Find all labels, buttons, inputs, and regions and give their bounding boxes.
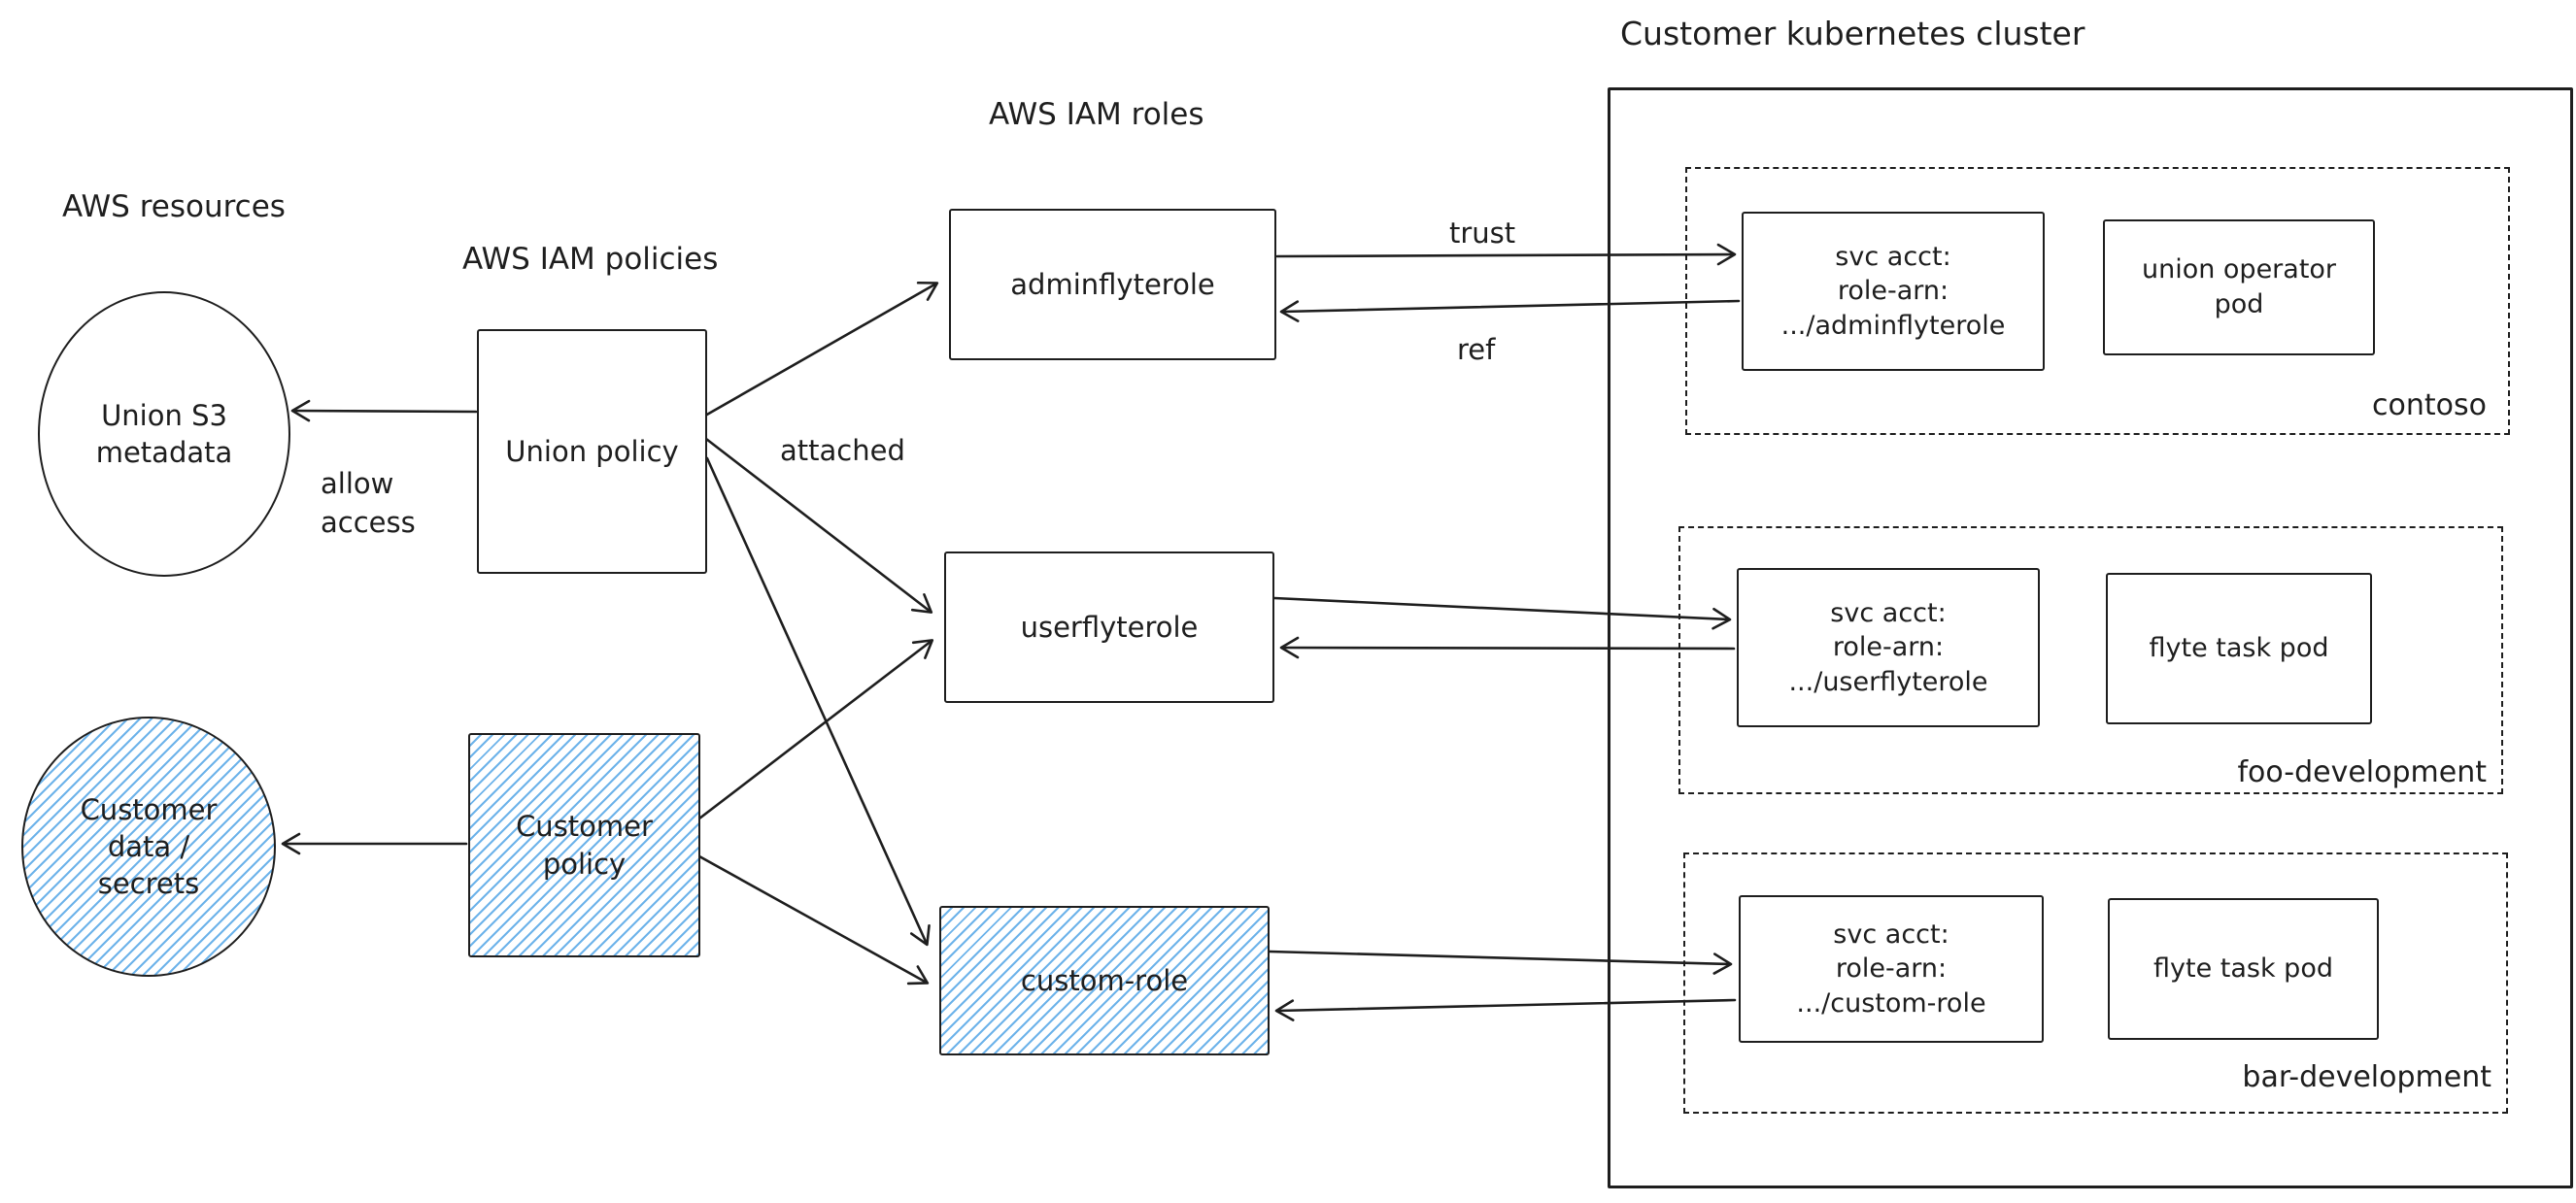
union-s3-metadata-node: Union S3 metadata: [38, 291, 290, 577]
cluster-title: Customer kubernetes cluster: [1620, 15, 2085, 52]
userflyterole-node: userflyterole: [944, 551, 1274, 703]
union-policy-node: Union policy: [477, 329, 707, 574]
adminflyterole-node: adminflyterole: [949, 209, 1276, 360]
ref-label: ref: [1457, 333, 1496, 366]
custom-role-node: custom-role: [939, 906, 1270, 1055]
svc-acct-adminflyterole-node: svc acct: role-arn: .../adminflyterole: [1742, 212, 2045, 371]
arrow-ref-svcacct-to-adminflyterole: [1279, 299, 1741, 322]
arrow-union-policy-to-union-s3: [290, 399, 478, 422]
arrow-union-policy-to-custom-role: [705, 456, 931, 947]
aws-iam-policies-heading: AWS IAM policies: [462, 242, 719, 277]
namespace-contoso-label: contoso: [2372, 388, 2487, 422]
customer-policy-node: Customer policy: [468, 733, 700, 957]
namespace-foo-development-box: [1678, 526, 2503, 794]
trust-label: trust: [1449, 217, 1516, 250]
aws-iam-roles-heading: AWS IAM roles: [989, 97, 1204, 132]
arrow-customer-policy-to-custom-role: [697, 854, 930, 986]
aws-resources-heading: AWS resources: [62, 189, 286, 224]
allow-access-label: allow access: [321, 467, 416, 540]
arrow-customer-policy-to-userflyterole: [697, 639, 934, 820]
arrow-union-policy-to-adminflyterole: [703, 281, 939, 418]
arrow-union-policy-to-userflyterole: [704, 437, 933, 614]
svc-acct-custom-role-node: svc acct: role-arn: .../custom-role: [1739, 895, 2044, 1043]
customer-data-secrets-node: Customer data / secrets: [21, 717, 276, 977]
arrow-svcacct-to-custom-role: [1274, 998, 1737, 1021]
flyte-task-pod-bar-node: flyte task pod: [2108, 898, 2379, 1040]
arrow-svcacct-to-userflyterole: [1279, 636, 1736, 659]
namespace-bar-development-label: bar-development: [2242, 1060, 2491, 1094]
union-operator-pod-node: union operator pod: [2103, 219, 2375, 355]
attached-label: attached: [780, 434, 905, 467]
arrow-trust-adminflyterole-to-svcacct: [1275, 243, 1737, 266]
arrow-custom-role-to-svcacct: [1268, 950, 1733, 975]
namespace-foo-development-label: foo-development: [2237, 755, 2487, 789]
namespace-bar-development-box: [1683, 852, 2508, 1114]
svc-acct-userflyterole-node: svc acct: role-arn: .../userflyterole: [1737, 568, 2040, 727]
arrow-userflyterole-to-svcacct: [1272, 596, 1732, 630]
flyte-task-pod-foo-node: flyte task pod: [2106, 573, 2372, 724]
kubernetes-cluster-box: [1608, 87, 2573, 1188]
